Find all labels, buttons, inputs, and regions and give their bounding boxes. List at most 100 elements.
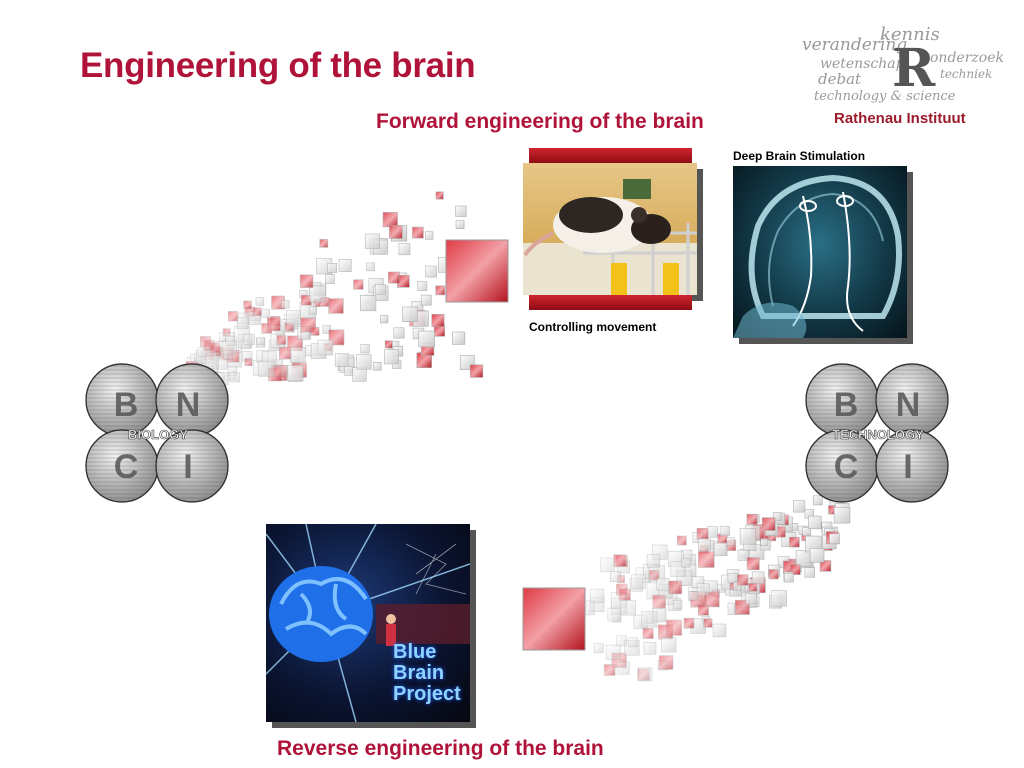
nbic-letter: N bbox=[896, 386, 921, 424]
scatter-cube bbox=[609, 570, 621, 582]
nbic-letter: B bbox=[114, 386, 139, 424]
scatter-cube bbox=[620, 600, 637, 616]
scatter-cube bbox=[424, 231, 434, 240]
nbic-label-technology: TECHNOLOGY bbox=[832, 427, 924, 442]
scatter-cube bbox=[197, 347, 208, 358]
logo-word: wetenschap bbox=[820, 56, 905, 72]
scatter-cube bbox=[366, 262, 375, 272]
scatter-cube bbox=[589, 588, 605, 604]
scatter-cube bbox=[352, 367, 367, 382]
scatter-cube bbox=[737, 549, 749, 561]
scatter-cube bbox=[309, 306, 317, 315]
scatter-cube bbox=[276, 335, 287, 345]
scatter-cube bbox=[425, 265, 437, 278]
scatter-cube bbox=[375, 283, 386, 295]
scatter-cube bbox=[299, 274, 314, 288]
scatter-cube bbox=[628, 637, 639, 648]
scatter-cube bbox=[772, 512, 782, 521]
scatter-cube bbox=[802, 527, 812, 536]
reverse-engineering-title: Reverse engineering of the brain bbox=[277, 737, 604, 760]
scatter-cube bbox=[229, 372, 240, 383]
scatter-cube bbox=[631, 574, 646, 589]
logo-word: kennis bbox=[880, 24, 940, 45]
scatter-cube bbox=[382, 212, 398, 228]
scatter-cube bbox=[770, 590, 787, 607]
scatter-cube bbox=[253, 307, 262, 316]
blue-brain-project-photo: Blue Brain Project bbox=[266, 524, 470, 722]
nbic-letter: C bbox=[114, 448, 139, 486]
scatter-cube bbox=[605, 644, 622, 660]
rat-photo-caption: Controlling movement bbox=[529, 320, 657, 334]
scatter-cube bbox=[603, 664, 616, 676]
scatter-cube bbox=[600, 557, 615, 573]
nbic-letter: B bbox=[834, 386, 859, 424]
scatter-cube bbox=[746, 557, 760, 571]
scatter-cube bbox=[286, 310, 301, 326]
scatter-cube bbox=[384, 340, 393, 349]
scatter-cube bbox=[412, 226, 424, 239]
rat-photo bbox=[523, 163, 697, 295]
scatter-cube bbox=[643, 641, 657, 655]
dbs-photo-caption: Deep Brain Stimulation bbox=[733, 149, 866, 163]
bbp-line: Blue bbox=[393, 641, 437, 663]
scatter-cube bbox=[261, 308, 270, 318]
rathenau-logo: verandering kennis wetenschap onderzoek … bbox=[802, 24, 1004, 104]
scatter-cube bbox=[616, 661, 630, 675]
scatter-cube bbox=[681, 558, 691, 568]
nbic-letter: I bbox=[903, 448, 912, 486]
scatter-cube bbox=[745, 592, 757, 605]
scatter-cube bbox=[727, 572, 739, 584]
scatter-cube bbox=[455, 220, 465, 230]
scatter-cube bbox=[353, 279, 364, 290]
scatter-cube bbox=[417, 281, 428, 291]
scatter-cube bbox=[435, 191, 444, 200]
scatter-cube bbox=[819, 560, 832, 572]
scatter-cube bbox=[696, 527, 709, 540]
rat-photo-band-bottom bbox=[529, 295, 692, 310]
cube-flow-top bbox=[185, 191, 484, 388]
scatter-cube bbox=[688, 591, 698, 601]
scatter-cube bbox=[243, 333, 255, 346]
scatter-cube bbox=[225, 336, 236, 346]
scatter-cube bbox=[372, 361, 382, 371]
scatter-cube bbox=[668, 580, 683, 595]
scatter-cube bbox=[469, 364, 484, 378]
scatter-cube bbox=[683, 617, 695, 629]
scatter-cube bbox=[360, 294, 377, 312]
scatter-cube bbox=[640, 610, 658, 628]
nbic-biology-diagram: B N C I BIOLOGY bbox=[85, 363, 229, 503]
nbic-label-biology: BIOLOGY bbox=[128, 427, 188, 442]
red-cube-large-bottom bbox=[522, 587, 586, 651]
scatter-cube bbox=[697, 604, 709, 616]
slide-title: Engineering of the brain bbox=[80, 46, 476, 85]
scatter-cube bbox=[795, 550, 813, 567]
scatter-cube bbox=[431, 313, 445, 327]
scatter-cube bbox=[258, 360, 275, 377]
scatter-cube bbox=[301, 331, 310, 340]
scatter-cube bbox=[638, 667, 653, 682]
scatter-cube bbox=[672, 599, 683, 610]
logo-word: onderzoek bbox=[930, 50, 1004, 66]
scatter-cube bbox=[243, 300, 252, 310]
scatter-cube bbox=[676, 535, 687, 546]
scatter-cube bbox=[648, 569, 660, 581]
scatter-cube bbox=[833, 507, 851, 524]
scatter-cube bbox=[808, 515, 822, 530]
scatter-cube bbox=[768, 569, 779, 580]
logo-word: debat bbox=[818, 70, 862, 88]
red-cube-large-top bbox=[445, 239, 509, 303]
scatter-cube bbox=[712, 623, 727, 638]
scatter-cube bbox=[607, 608, 621, 622]
scatter-cube bbox=[309, 285, 326, 303]
scatter-cube bbox=[613, 554, 626, 567]
scatter-cube bbox=[646, 554, 661, 568]
scatter-cube bbox=[642, 627, 654, 639]
scatter-cube bbox=[665, 619, 683, 636]
scatter-cube bbox=[789, 536, 800, 548]
nbic-letter: N bbox=[176, 386, 201, 424]
scatter-cube bbox=[793, 500, 806, 513]
scatter-cube bbox=[324, 274, 335, 284]
scatter-cube bbox=[746, 513, 758, 525]
scatter-cube bbox=[812, 495, 823, 506]
scatter-cube bbox=[593, 643, 604, 654]
